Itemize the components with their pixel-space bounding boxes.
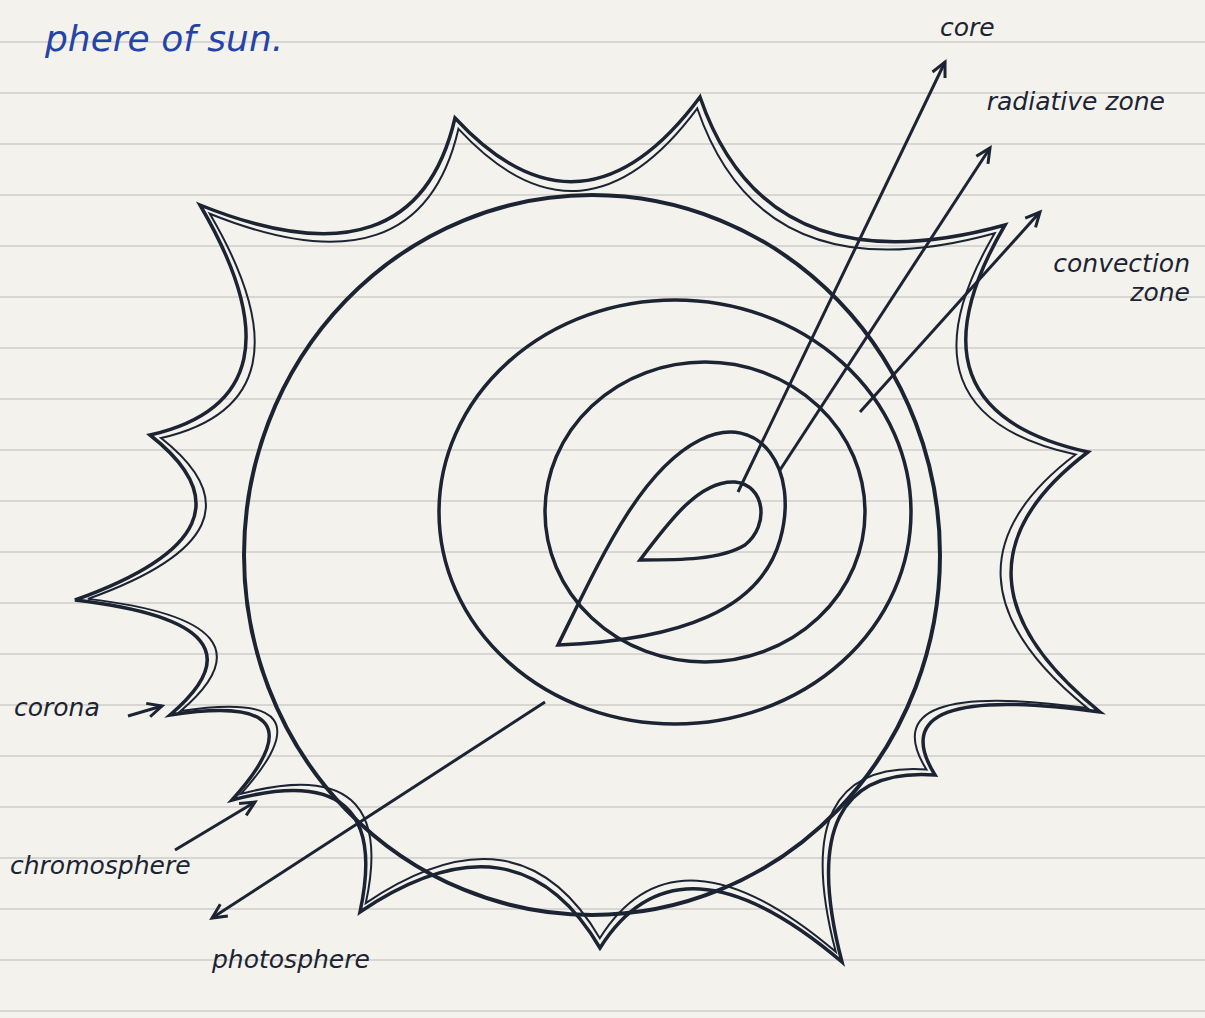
paper-rule — [0, 245, 1205, 246]
part-label: chromosphere — [10, 852, 240, 881]
paper-rule — [0, 347, 1205, 348]
paper-rule — [0, 449, 1205, 450]
paper-rule — [0, 959, 1205, 960]
core-drop — [640, 482, 761, 560]
paper-rule — [0, 296, 1205, 297]
paper-rule — [0, 908, 1205, 909]
leader-line — [780, 148, 990, 470]
photosphere-circle — [244, 195, 940, 915]
leader-line — [212, 702, 545, 918]
arrow-head — [976, 148, 990, 164]
leader-line — [175, 802, 255, 850]
corona-outline-inner — [88, 108, 1087, 951]
part-label: corona — [14, 694, 124, 723]
part-label: core — [940, 14, 1060, 43]
part-label: convection zone — [1010, 250, 1190, 308]
paper-rule — [0, 806, 1205, 807]
radiative-circle — [545, 362, 865, 662]
paper-rule — [0, 653, 1205, 654]
arrow-head — [239, 802, 255, 815]
convection-circle — [439, 300, 911, 724]
paper-rule — [0, 143, 1205, 144]
paper-rule — [0, 755, 1205, 756]
arrow-head — [212, 904, 228, 918]
part-label: photosphere — [212, 946, 452, 975]
heading: phere of sun. — [45, 18, 283, 59]
paper-rule — [0, 1010, 1205, 1011]
part-label: radiative zone — [985, 88, 1165, 117]
leader-line — [860, 212, 1040, 412]
corona-outline — [75, 97, 1100, 962]
leader-line — [738, 62, 945, 492]
paper-rule — [0, 500, 1205, 501]
arrow-head — [146, 703, 162, 716]
arrow-head — [932, 62, 945, 78]
paper-rule — [0, 602, 1205, 603]
arrow-head — [1025, 212, 1040, 227]
